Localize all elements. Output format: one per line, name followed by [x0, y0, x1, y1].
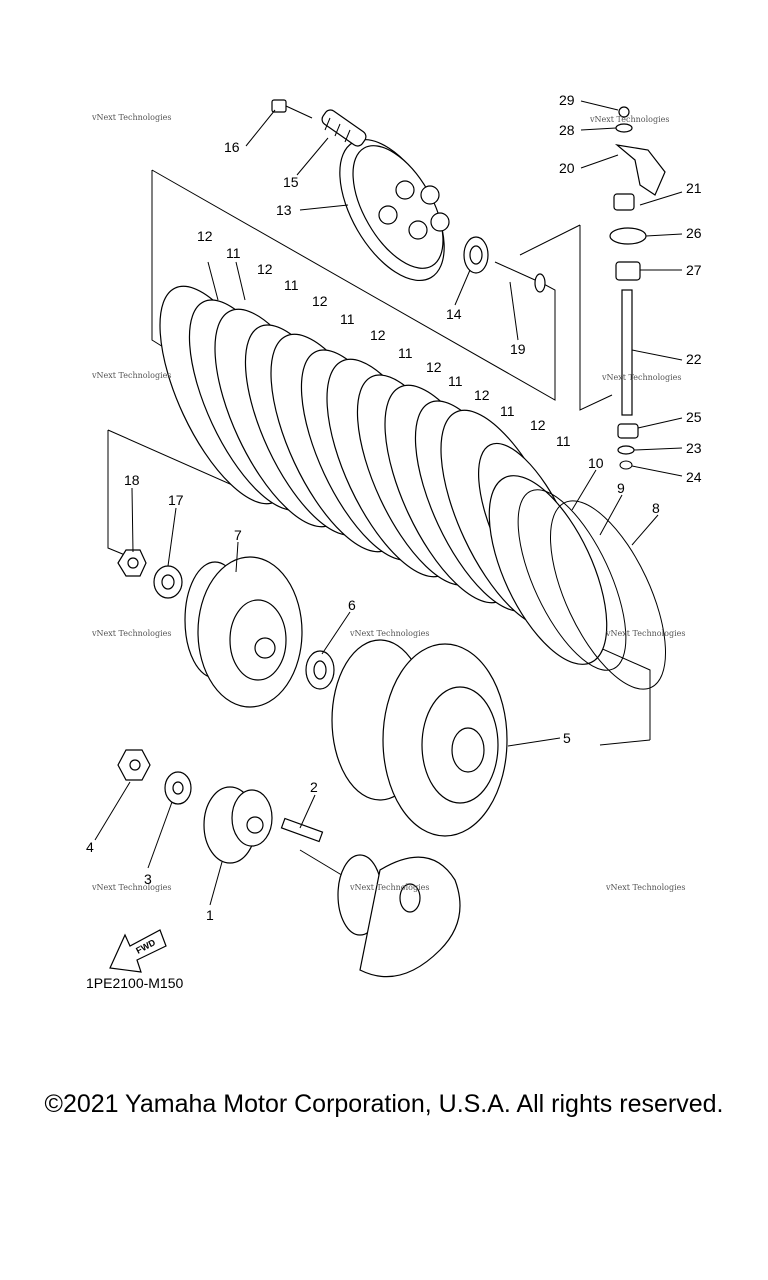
- callout-22: 22: [686, 351, 702, 367]
- callout-11: 11: [284, 277, 299, 293]
- leader-lines: [94, 100, 683, 906]
- callout-5: 5: [563, 730, 571, 746]
- callout-4: 4: [86, 839, 94, 855]
- push-rod-19: [494, 261, 546, 293]
- copyright-notice: ©2021 Yamaha Motor Corporation, U.S.A. A…: [44, 1090, 724, 1118]
- clutch-housing: [331, 639, 508, 837]
- ring-9: [517, 489, 627, 671]
- callout-29: 29: [559, 92, 575, 108]
- callout-12: 12: [474, 387, 490, 403]
- callout-12: 12: [257, 261, 273, 277]
- callout-7: 7: [234, 527, 242, 543]
- washer-17: [153, 565, 183, 599]
- watermarks: vNext Technologies vNext Technologies vN…: [91, 113, 685, 892]
- callout-10: 10: [588, 455, 604, 471]
- callout-26: 26: [686, 225, 702, 241]
- watermark: vNext Technologies: [91, 883, 171, 892]
- spring-bolt: [271, 99, 313, 119]
- callout-19: 19: [510, 341, 526, 357]
- callout-20: 20: [559, 160, 575, 176]
- callout-27: 27: [686, 262, 702, 278]
- callout-12: 12: [530, 417, 546, 433]
- watermark: vNext Technologies: [91, 113, 171, 122]
- clutch-boss: [184, 556, 303, 708]
- callout-12: 12: [370, 327, 386, 343]
- fwd-arrow-icon: FWD: [109, 929, 167, 973]
- key-2: [280, 817, 324, 843]
- callout-11: 11: [500, 403, 515, 419]
- ring-8: [549, 500, 667, 690]
- nut-4: [117, 749, 151, 781]
- callout-numbers: 1 2 3 4 5 6 7 8 9 10 11 11 11 11 11 11 1…: [86, 92, 702, 923]
- clutch-spring: [321, 109, 367, 147]
- watermark: vNext Technologies: [589, 115, 669, 124]
- callout-6: 6: [348, 597, 356, 613]
- callout-25: 25: [686, 409, 702, 425]
- watermark: vNext Technologies: [349, 629, 429, 638]
- callout-16: 16: [224, 139, 240, 155]
- lock-washer-6: [305, 650, 335, 690]
- callout-11: 11: [226, 245, 241, 261]
- nut-18: [117, 549, 147, 577]
- callout-2: 2: [310, 779, 318, 795]
- callout-24: 24: [686, 469, 702, 485]
- callout-17: 17: [168, 492, 184, 508]
- primary-drive-gear: [203, 786, 273, 864]
- callout-14: 14: [446, 306, 462, 322]
- diagram-code: 1PE2100-M150: [86, 975, 184, 991]
- callout-9: 9: [617, 480, 625, 496]
- push-lever-shaft: [609, 106, 666, 470]
- callout-11: 11: [340, 311, 355, 327]
- friction-plate-10: [488, 475, 608, 665]
- callout-12: 12: [312, 293, 328, 309]
- callout-23: 23: [686, 440, 702, 456]
- callout-11: 11: [398, 345, 413, 361]
- callout-1: 1: [206, 907, 214, 923]
- callout-8: 8: [652, 500, 660, 516]
- callout-11: 11: [448, 373, 463, 389]
- watermark: vNext Technologies: [605, 629, 685, 638]
- crankshaft: [299, 849, 461, 978]
- callout-15: 15: [283, 174, 299, 190]
- callout-12: 12: [197, 228, 213, 244]
- callout-21: 21: [686, 180, 702, 196]
- washer-3: [164, 771, 192, 805]
- clutch-exploded-diagram: FWD vNext Technologies vNext Technologie…: [86, 92, 702, 978]
- watermark: vNext Technologies: [349, 883, 429, 892]
- callout-3: 3: [144, 871, 152, 887]
- bearing-14: [463, 236, 489, 274]
- callout-12: 12: [426, 359, 442, 375]
- pressure-plate: [339, 138, 450, 282]
- callout-28: 28: [559, 122, 575, 138]
- callout-18: 18: [124, 472, 140, 488]
- watermark: vNext Technologies: [91, 629, 171, 638]
- watermark: vNext Technologies: [605, 883, 685, 892]
- watermark: vNext Technologies: [91, 371, 171, 380]
- watermark: vNext Technologies: [601, 373, 681, 382]
- callout-11: 11: [556, 433, 571, 449]
- callout-13: 13: [276, 202, 292, 218]
